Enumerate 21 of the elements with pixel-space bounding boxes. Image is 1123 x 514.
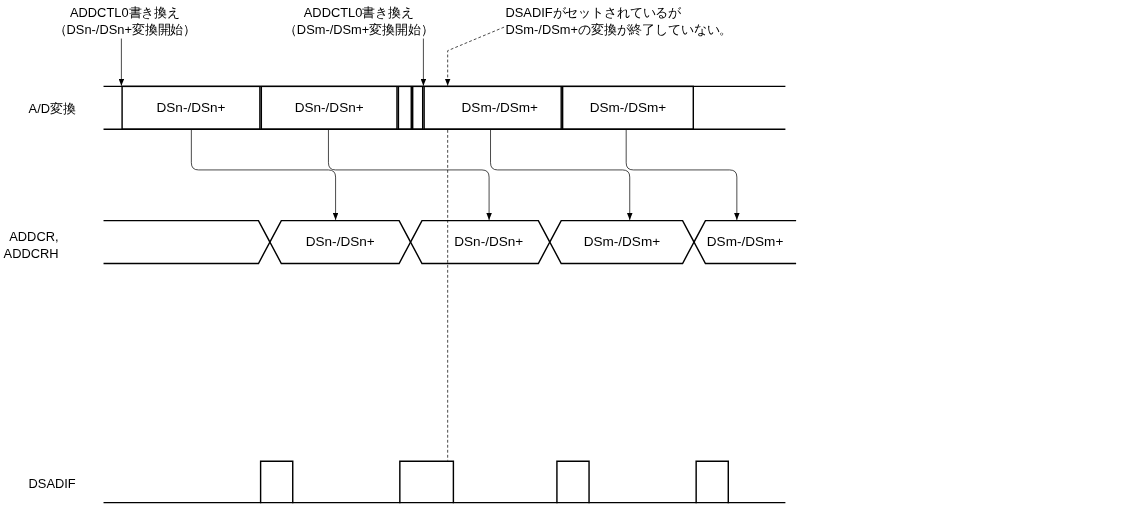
segment-label: DSn-/DSn+ [294, 98, 364, 117]
signal-name: A/D変換 [28, 100, 77, 118]
note-text: ADDCTL0書き換え [69, 4, 180, 22]
note-text: DSADIFがセットされているが [505, 4, 682, 22]
segment-label: DSn-/DSn+ [305, 233, 375, 251]
signal-name: ADDCR, ADDCRH [2, 228, 59, 263]
segment-label: DSn-/DSn+ [156, 98, 226, 117]
segment-label: DSm-/DSm+ [461, 98, 539, 117]
segment-label: DSm-/DSm+ [589, 98, 667, 117]
conversion-segment [561, 85, 694, 130]
note-text: （DSn-/DSn+変換開始） [53, 21, 197, 39]
note-text: ADDCTL0書き換え [303, 4, 414, 22]
conversion-segment [397, 85, 412, 130]
segment-label: DSm-/DSm+ [583, 233, 661, 251]
segment-label: DSm-/DSm+ [706, 233, 784, 251]
segment-label: DSn-/DSn+ [454, 233, 524, 251]
signal-name: DSADIF [28, 475, 77, 492]
conversion-segment [260, 85, 398, 130]
note-text: （DSm-/DSm+変換開始） [284, 21, 434, 39]
conversion-segment [412, 85, 424, 130]
note-text: DSm-/DSm+の変換が終了していない。 [505, 21, 733, 39]
